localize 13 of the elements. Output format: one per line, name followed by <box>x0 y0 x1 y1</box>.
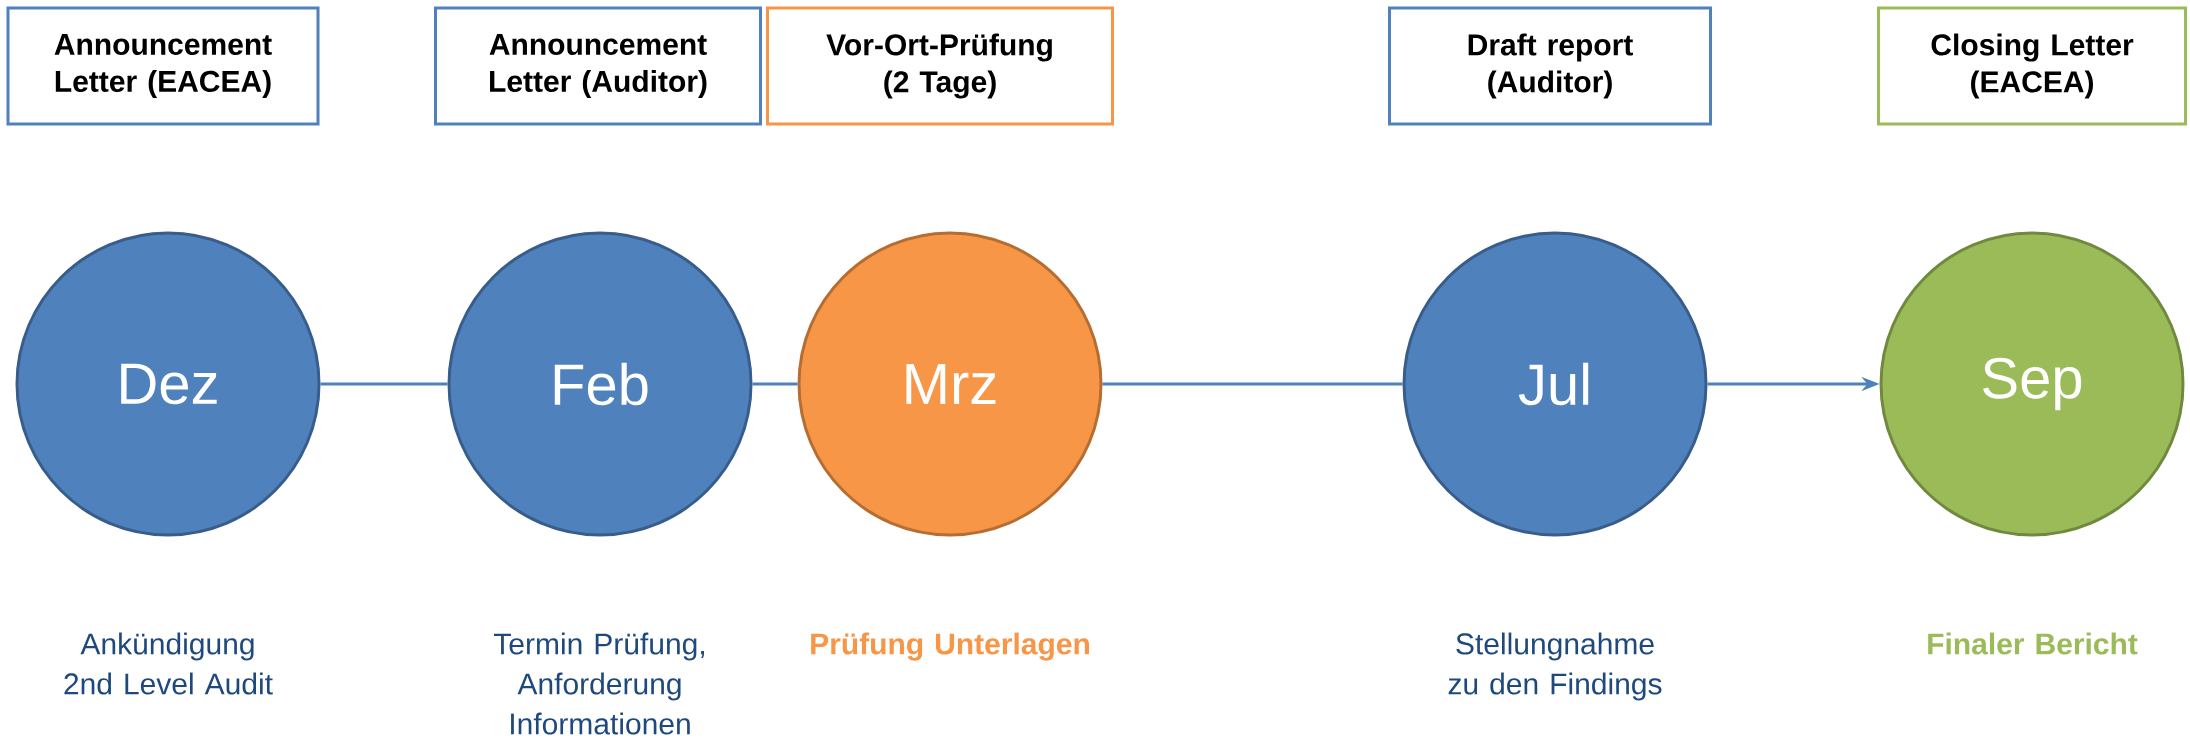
caption-text: Stellungnahme zu den Findings <box>1448 632 1662 701</box>
label-box: Draft report (Auditor) <box>1388 6 1712 126</box>
caption-text: Termin Prüfung, Anforderung Informationen <box>493 632 704 735</box>
connector-line <box>1102 382 1403 386</box>
caption-text: Finaler Bericht <box>1928 632 2138 655</box>
label-box: Announcement Letter (Auditor) <box>434 6 762 126</box>
label-box: Announcement Letter (EACEA) <box>6 6 320 126</box>
connector-line <box>752 382 798 386</box>
label-box: Closing Letter (EACEA) <box>1877 6 2188 126</box>
caption-text: Prüfung Unterlagen <box>811 632 1089 661</box>
label-box: Vor-Ort-Prüfung (2 Tage) <box>766 6 1114 126</box>
connector-line <box>320 382 448 386</box>
caption-text: Ankündigung 2nd Level Audit <box>64 632 273 695</box>
